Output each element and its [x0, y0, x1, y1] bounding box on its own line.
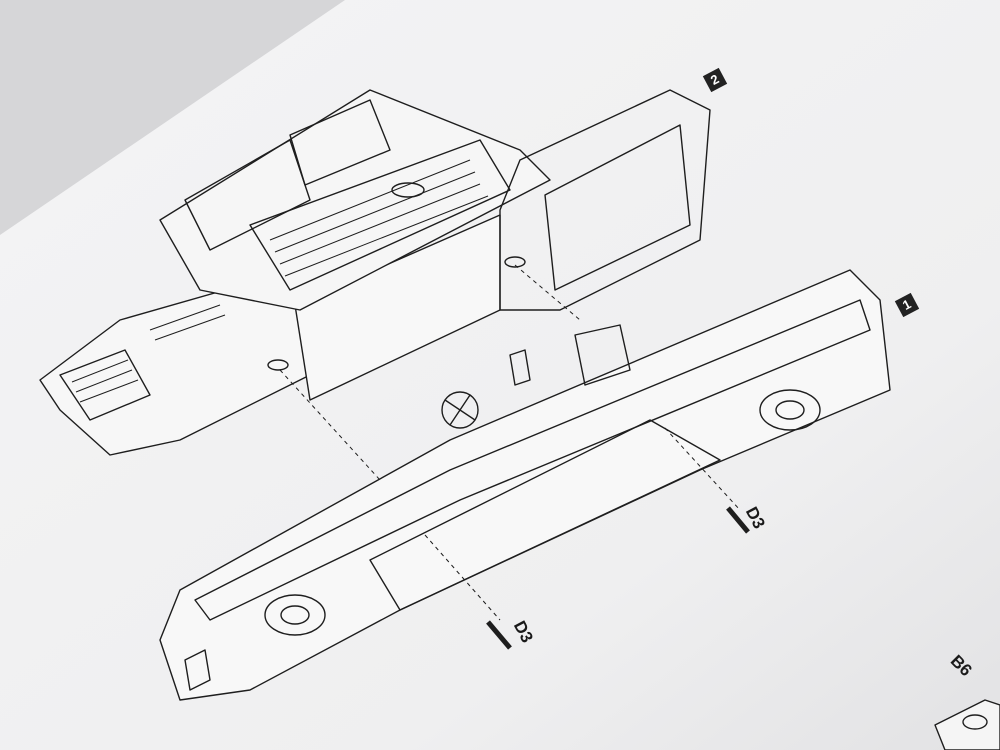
alignment-guides [279, 264, 741, 621]
b6-part-icon [934, 699, 1000, 750]
cab-body-assembly [39, 89, 711, 456]
chassis-assembly [159, 269, 891, 701]
screw-icon [486, 506, 750, 650]
